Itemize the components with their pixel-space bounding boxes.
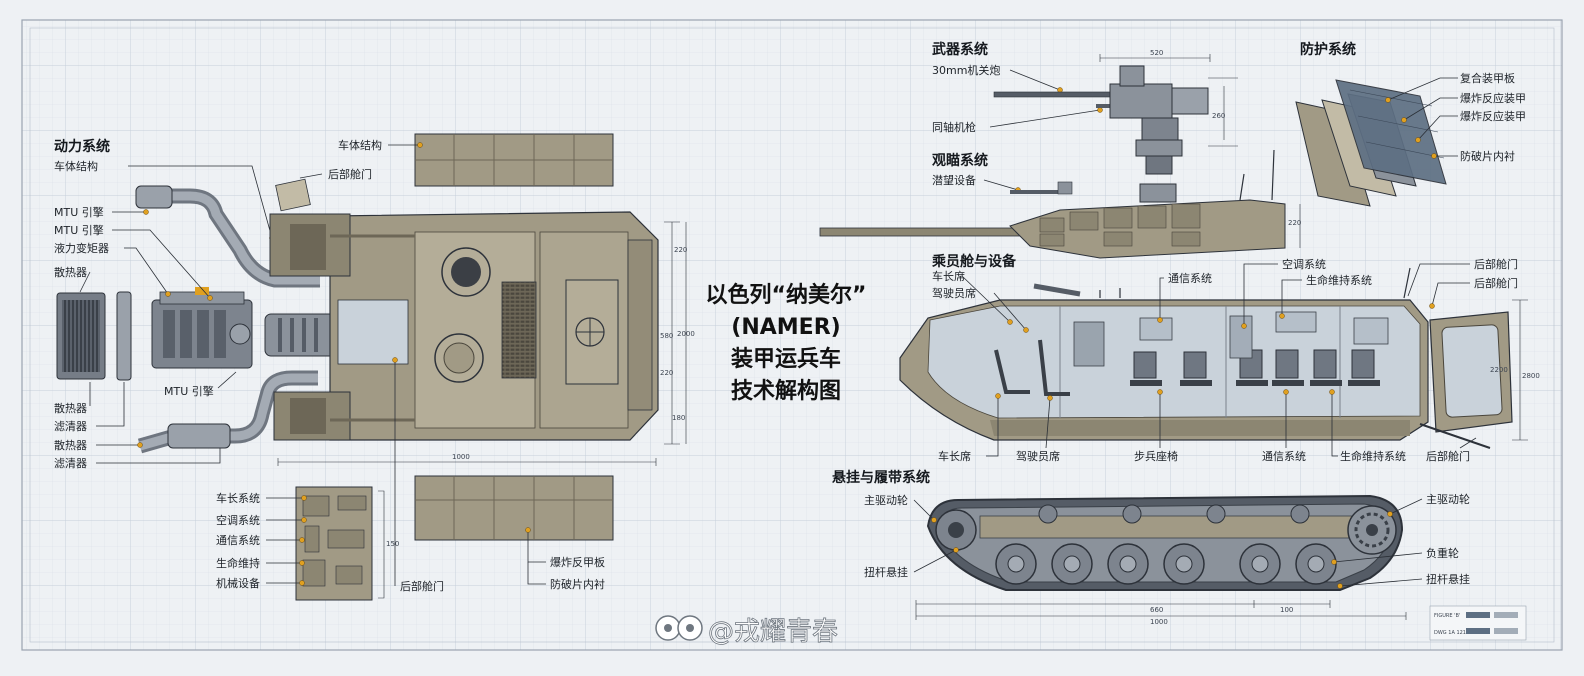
title-line-1: 以色列“纳美尔”	[706, 282, 867, 308]
watermark: @戎耀青春	[655, 615, 838, 647]
crew-bot-1: 驾驶员席	[1016, 449, 1060, 463]
power-label-3: 液力变矩器	[54, 241, 109, 255]
protection-label-3: 防破片内衬	[1460, 149, 1515, 163]
power-label-0: 车体结构	[54, 159, 98, 173]
crew-top-6: 后部舱门	[1474, 276, 1518, 290]
power-header: 动力系统	[54, 138, 110, 155]
power-label-8: 散热器	[54, 438, 87, 452]
susp-label-4: 扭杆悬挂	[1426, 572, 1470, 586]
weapons-header: 武器系统	[932, 41, 988, 58]
crew-dim-0: 2200	[1490, 366, 1508, 374]
susp-dim-2: 1000	[1150, 618, 1168, 626]
legend-sub: DWG 1A 1210	[1434, 630, 1469, 636]
crew-bot-2: 步兵座椅	[1134, 449, 1178, 463]
rear-door	[1419, 311, 1513, 449]
hull-top-view: 车体结构 后部舱门 1000 220 580 220	[269, 133, 695, 466]
top-armor-plate	[414, 133, 614, 187]
main-title: 以色列“纳美尔” (NAMER) 装甲运兵车 技术解构图	[706, 282, 867, 404]
weapons-label-0: 30mm机关炮	[932, 63, 1000, 77]
power-system: 动力系统	[54, 138, 378, 470]
weapons-dim-0: 520	[1150, 49, 1163, 57]
top-label-0: 车体结构	[338, 138, 382, 152]
top-label-1: 后部舱门	[328, 167, 372, 181]
crew-top-5: 后部舱门	[1474, 257, 1518, 271]
lower-label-1: 爆炸反甲板	[550, 555, 605, 569]
weapons-dim-1: 260	[1212, 112, 1225, 120]
power-label-7: 滤清器	[54, 420, 87, 433]
panel-label-3: 生命维持	[216, 556, 260, 570]
radiator	[56, 291, 132, 381]
susp-label-3: 负重轮	[1426, 546, 1459, 560]
crew-bot-3: 通信系统	[1262, 450, 1306, 463]
sighting-label-0: 潜望设备	[932, 173, 976, 187]
weapons-label-1: 同轴机枪	[932, 120, 976, 134]
title-line-4: 技术解构图	[731, 378, 841, 404]
crew-header: 乘员舱与设备	[931, 253, 1017, 270]
protection-label-2: 爆炸反应装甲	[1460, 109, 1526, 123]
panel-label-0: 车长系统	[216, 491, 260, 505]
lower-center-parts: 后部舱门 爆炸反甲板 防破片内衬	[392, 357, 614, 593]
sighting-system: 观瞄系统 潜望设备 220	[819, 149, 1301, 259]
panel-label-4: 机械设备	[216, 576, 260, 590]
sighting-header: 观瞄系统	[932, 152, 988, 169]
sighting-dim-0: 220	[1288, 219, 1301, 227]
legend-title: FIGURE 'B'	[1434, 613, 1460, 619]
crew-top-3: 空调系统	[1282, 257, 1326, 271]
top-dim-3: 220	[660, 369, 673, 377]
power-label-6: 散热器	[54, 401, 87, 415]
suspension-system: 悬挂与履带系统 主驱动轮 扭杆悬挂 主驱动轮 负重轮	[831, 469, 1470, 626]
protection-header: 防护系统	[1300, 41, 1356, 58]
road-wheels	[995, 543, 1337, 585]
lower-label-0: 后部舱门	[400, 579, 444, 593]
crew-bot-5: 后部舱门	[1426, 449, 1470, 463]
title-line-3: 装甲运兵车	[731, 346, 841, 372]
crew-bot-0: 车长席	[938, 449, 971, 463]
mtu-engine	[151, 287, 253, 369]
susp-label-0: 主驱动轮	[864, 493, 908, 507]
top-dim-5: 180	[672, 414, 685, 422]
crew-top-0: 车长席	[932, 269, 965, 283]
panel-dim-0: 150	[386, 540, 399, 548]
susp-dim-0: 660	[1150, 606, 1163, 614]
watermark-text: @戎耀青春	[708, 617, 838, 647]
crew-top-1: 驾驶员席	[932, 286, 976, 300]
top-dim-2: 580	[660, 332, 673, 340]
protection-label-1: 爆炸反应装甲	[1460, 91, 1526, 105]
power-label-1: MTU 引擎	[54, 205, 104, 219]
panel-label-1: 空调系统	[216, 513, 260, 527]
top-dim-0: 1000	[452, 453, 470, 461]
top-dim-1: 220	[674, 246, 687, 254]
top-dim-4: 2000	[677, 330, 695, 338]
crew-dim-1: 2800	[1522, 372, 1540, 380]
crew-compartment: 乘员舱与设备	[899, 253, 1540, 463]
power-label-4: 散热器	[54, 265, 87, 279]
susp-label-2: 主驱动轮	[1426, 492, 1470, 506]
susp-label-1: 扭杆悬挂	[864, 565, 908, 579]
crew-bot-4: 生命维持系统	[1340, 449, 1406, 463]
interior-equipment-panel: 150 车长系统 空调系统 通信系统 生命维持 机械设备	[216, 486, 399, 601]
power-label-2: MTU 引擎	[54, 223, 104, 237]
protection-label-0: 复合装甲板	[1460, 71, 1515, 85]
suspension-header: 悬挂与履带系统	[831, 469, 930, 486]
crew-top-2: 通信系统	[1168, 272, 1212, 285]
crew-top-4: 生命维持系统	[1306, 273, 1372, 287]
panel-label-2: 通信系统	[216, 534, 260, 547]
weapon-system: 武器系统 30mm机关炮 同轴机枪 520 260	[932, 41, 1238, 175]
drawing-legend: FIGURE 'B' DWG 1A 1210	[1429, 605, 1527, 641]
lower-label-2: 防破片内衬	[550, 577, 605, 591]
power-label-5: MTU 引擎	[164, 384, 214, 398]
title-line-2: (NAMER)	[731, 315, 840, 340]
protection-system: 防护系统 复合装甲板 爆炸反应装甲 爆炸反应装甲 防破片内衬	[1295, 41, 1526, 207]
power-label-9: 滤清器	[54, 457, 87, 470]
susp-dim-1: 100	[1280, 606, 1293, 614]
